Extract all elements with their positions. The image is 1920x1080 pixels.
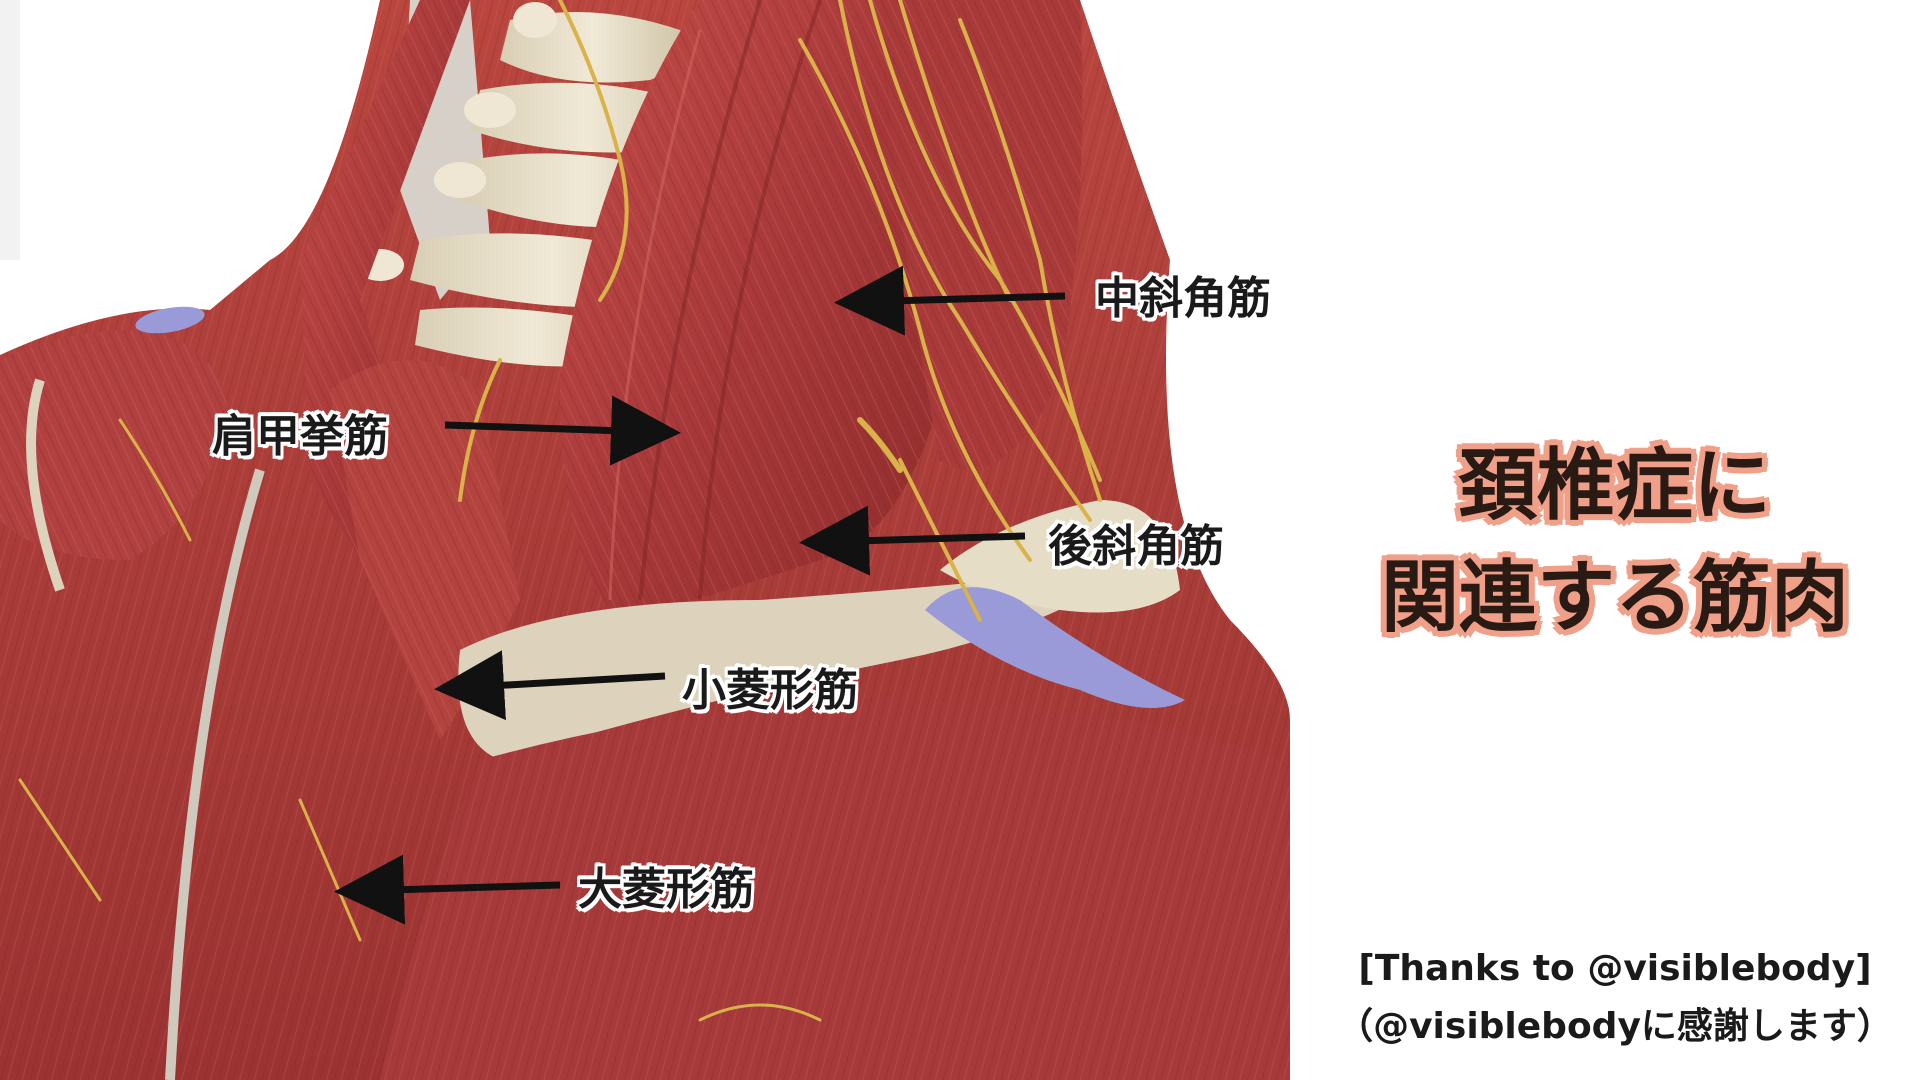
credits: [Thanks to @visiblebody] （@visiblebodyに感… (1330, 940, 1900, 1056)
arrow-middle-scalene (834, 265, 1066, 336)
label-middle-scalene: 中斜角筋 (1095, 273, 1271, 324)
label-levator-scapulae: 肩甲挙筋 (212, 411, 388, 462)
nerves (18, 0, 1102, 1022)
title-line-2: 関連する筋肉 (1380, 553, 1849, 643)
credit-line-2: （@visiblebodyに感謝します） (1337, 1006, 1893, 1047)
arrow-rhomboid-major (334, 854, 561, 925)
acromion (940, 500, 1180, 613)
label-posterior-scalene: 後斜角筋 (1048, 521, 1224, 572)
cartilage-right (925, 587, 1185, 708)
scapular-spine (458, 573, 1080, 760)
slide-title: 頚椎症に 関連する筋肉 (1330, 430, 1900, 654)
cartilage-left (135, 306, 205, 334)
annotation-arrows (334, 265, 1066, 925)
anatomy-illustration (0, 0, 1290, 1080)
credit-line-1: [Thanks to @visiblebody] (1358, 948, 1872, 989)
label-rhomboid-major: 大菱形筋 (578, 864, 754, 915)
arrow-rhomboid-minor (434, 650, 666, 721)
arrow-posterior-scalene (799, 505, 1026, 576)
arrow-levator-scapulae (444, 395, 681, 466)
title-line-1: 頚椎症に (1458, 441, 1771, 531)
spinal-line (165, 468, 265, 1080)
label-rhomboid-minor: 小菱形筋 (682, 665, 858, 716)
